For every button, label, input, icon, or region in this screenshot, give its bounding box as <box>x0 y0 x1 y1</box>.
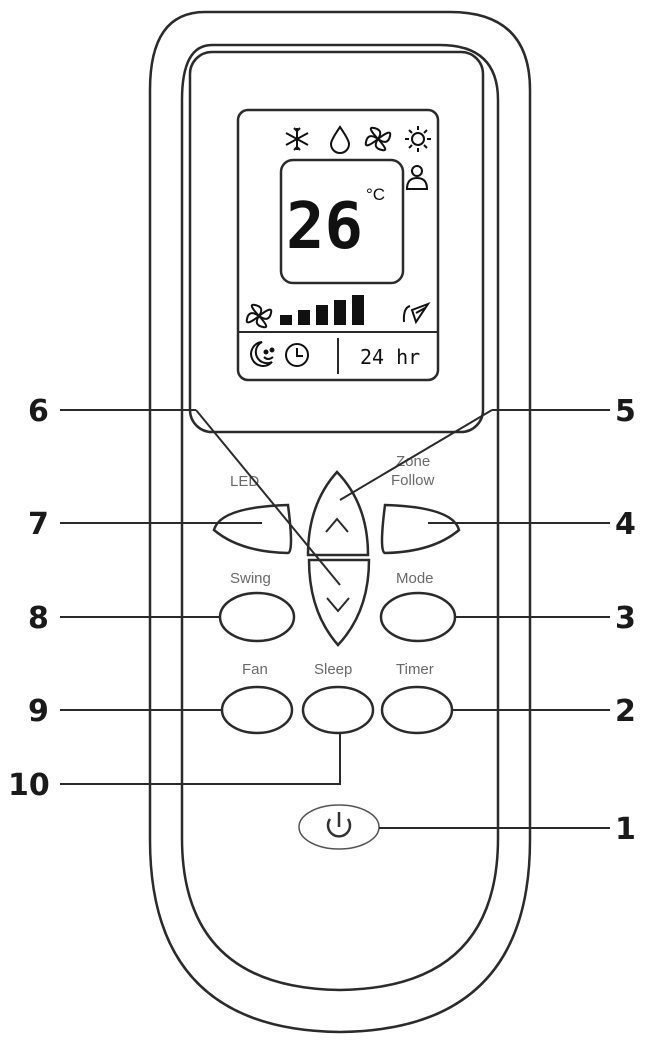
temperature-down-button[interactable] <box>307 558 371 647</box>
timer-button[interactable] <box>380 685 454 735</box>
sun-icon <box>405 126 431 152</box>
temperature-unit: °C <box>366 185 385 204</box>
leader-5-diagonal <box>339 409 493 501</box>
fan-speed-bar <box>316 305 328 325</box>
led-button[interactable] <box>212 503 293 555</box>
fan-speed-bar <box>280 315 292 325</box>
timer-label: Timer <box>396 661 434 678</box>
callout-5: 5 <box>615 394 636 429</box>
chevron-up-icon <box>325 517 349 533</box>
fan-label: Fan <box>242 661 268 678</box>
mode-button[interactable] <box>379 591 457 643</box>
callout-10: 10 <box>8 768 50 803</box>
callout-7: 7 <box>28 507 49 542</box>
leader-6-diagonal <box>195 409 341 586</box>
temperature-box <box>279 158 405 285</box>
fan-speed-bars <box>280 295 364 325</box>
fan-speed-bar <box>334 300 346 325</box>
sleep-button[interactable] <box>301 685 375 735</box>
timer-readout: 24 hr <box>360 345 420 369</box>
temperature-up-button[interactable] <box>306 470 370 557</box>
mode-label: Mode <box>396 570 434 587</box>
callout-leader-lines <box>60 409 610 829</box>
leader-10 <box>60 733 341 785</box>
power-button[interactable] <box>298 804 380 850</box>
zone-follow-button[interactable] <box>380 503 461 555</box>
sleep-label: Sleep <box>314 661 352 678</box>
person-icon <box>405 165 429 190</box>
swing-button[interactable] <box>218 591 296 643</box>
callout-1: 1 <box>615 812 636 847</box>
chevron-down-icon <box>326 597 350 613</box>
zone-follow-label-line1: Zone <box>396 453 430 470</box>
swing-icon <box>402 301 431 325</box>
sleep-moon-icon <box>250 341 275 367</box>
fan-icon <box>364 126 392 152</box>
callout-9: 9 <box>28 694 49 729</box>
snowflake-icon <box>285 127 309 151</box>
clock-icon <box>285 343 309 367</box>
fan-speed-icon <box>245 303 273 329</box>
fan-button[interactable] <box>220 685 294 735</box>
swing-label: Swing <box>230 570 271 587</box>
water-drop-icon <box>329 125 351 154</box>
callout-8: 8 <box>28 601 49 636</box>
fan-speed-bar <box>352 295 364 325</box>
callout-3: 3 <box>615 601 636 636</box>
zone-follow-label-line2: Follow <box>391 472 435 489</box>
power-icon <box>326 812 352 838</box>
callout-6: 6 <box>28 394 49 429</box>
callout-4: 4 <box>615 507 636 542</box>
fan-speed-bar <box>298 310 310 325</box>
callout-2: 2 <box>615 694 636 729</box>
temperature-value: 26 <box>286 190 363 264</box>
